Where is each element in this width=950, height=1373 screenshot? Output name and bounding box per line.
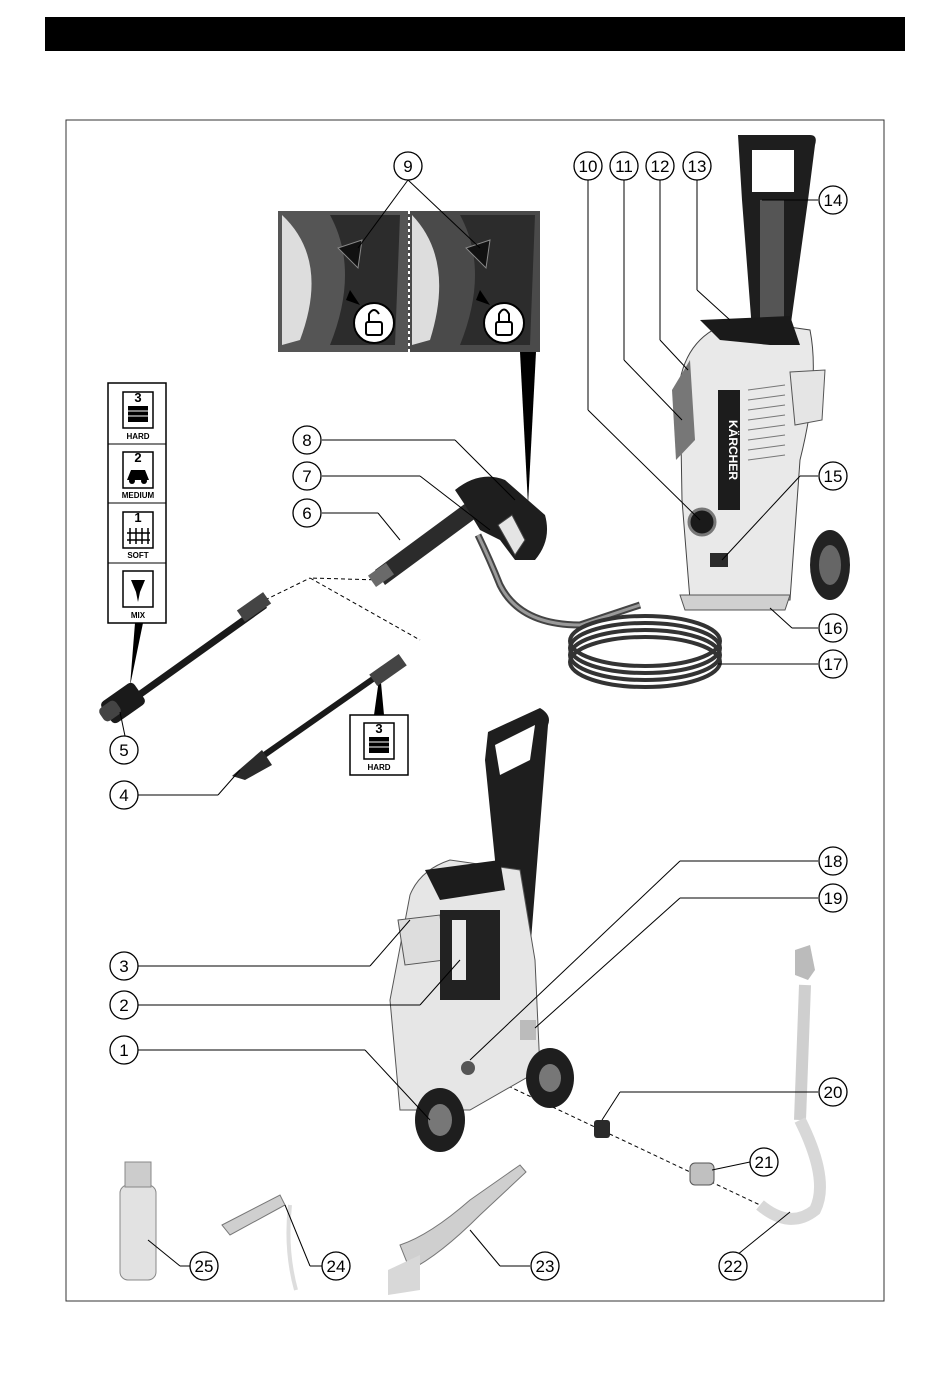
callout-24: 24 [327, 1257, 346, 1276]
lance-mode-label: HARD [367, 763, 390, 772]
callout-23: 23 [536, 1257, 555, 1276]
callout-20: 20 [824, 1083, 843, 1102]
callout-25: 25 [195, 1257, 214, 1276]
callout-2: 2 [119, 996, 128, 1015]
callout-15: 15 [824, 467, 843, 486]
callout-22: 22 [724, 1257, 743, 1276]
callout-17: 17 [824, 655, 843, 674]
callout-3: 3 [119, 957, 128, 976]
trigger-gun [368, 477, 640, 625]
trigger-lock-inset [278, 211, 540, 352]
accessories [120, 1162, 526, 1295]
mode-soft-label: SOFT [127, 551, 148, 560]
callout-8: 8 [302, 431, 311, 450]
lance-mode-panel: 3 HARD [350, 715, 408, 775]
callout-19: 19 [824, 889, 843, 908]
callout-11: 11 [615, 157, 633, 176]
callout-10: 10 [579, 157, 598, 176]
callout-9: 9 [403, 157, 412, 176]
mode-mix-label: MIX [131, 611, 146, 620]
callout-7: 7 [302, 467, 311, 486]
mode-medium-number: 2 [134, 450, 141, 465]
nozzle-mode-panel: 3 HARD 2 MEDIUM 1 SOFT MIX [108, 383, 166, 623]
callout-12: 12 [651, 157, 670, 176]
water-inlet-parts [594, 945, 820, 1219]
callout-18: 18 [824, 852, 843, 871]
mode-hard-number: 3 [134, 390, 141, 405]
lance-mode-number: 3 [375, 721, 382, 736]
callout-13: 13 [688, 157, 707, 176]
callout-4: 4 [119, 786, 128, 805]
brand-logo: KÄRCHER [726, 420, 741, 480]
callout-16: 16 [824, 619, 843, 638]
mode-hard-label: HARD [126, 432, 149, 441]
callout-5: 5 [119, 741, 128, 760]
callout-6: 6 [302, 504, 311, 523]
hose-coil [570, 616, 720, 687]
mode-soft-number: 1 [134, 510, 141, 525]
mode-medium-label: MEDIUM [122, 491, 155, 500]
washer-rear-view [390, 708, 574, 1152]
callout-1: 1 [119, 1041, 128, 1060]
callout-14: 14 [824, 191, 843, 210]
callout-21: 21 [755, 1153, 774, 1172]
